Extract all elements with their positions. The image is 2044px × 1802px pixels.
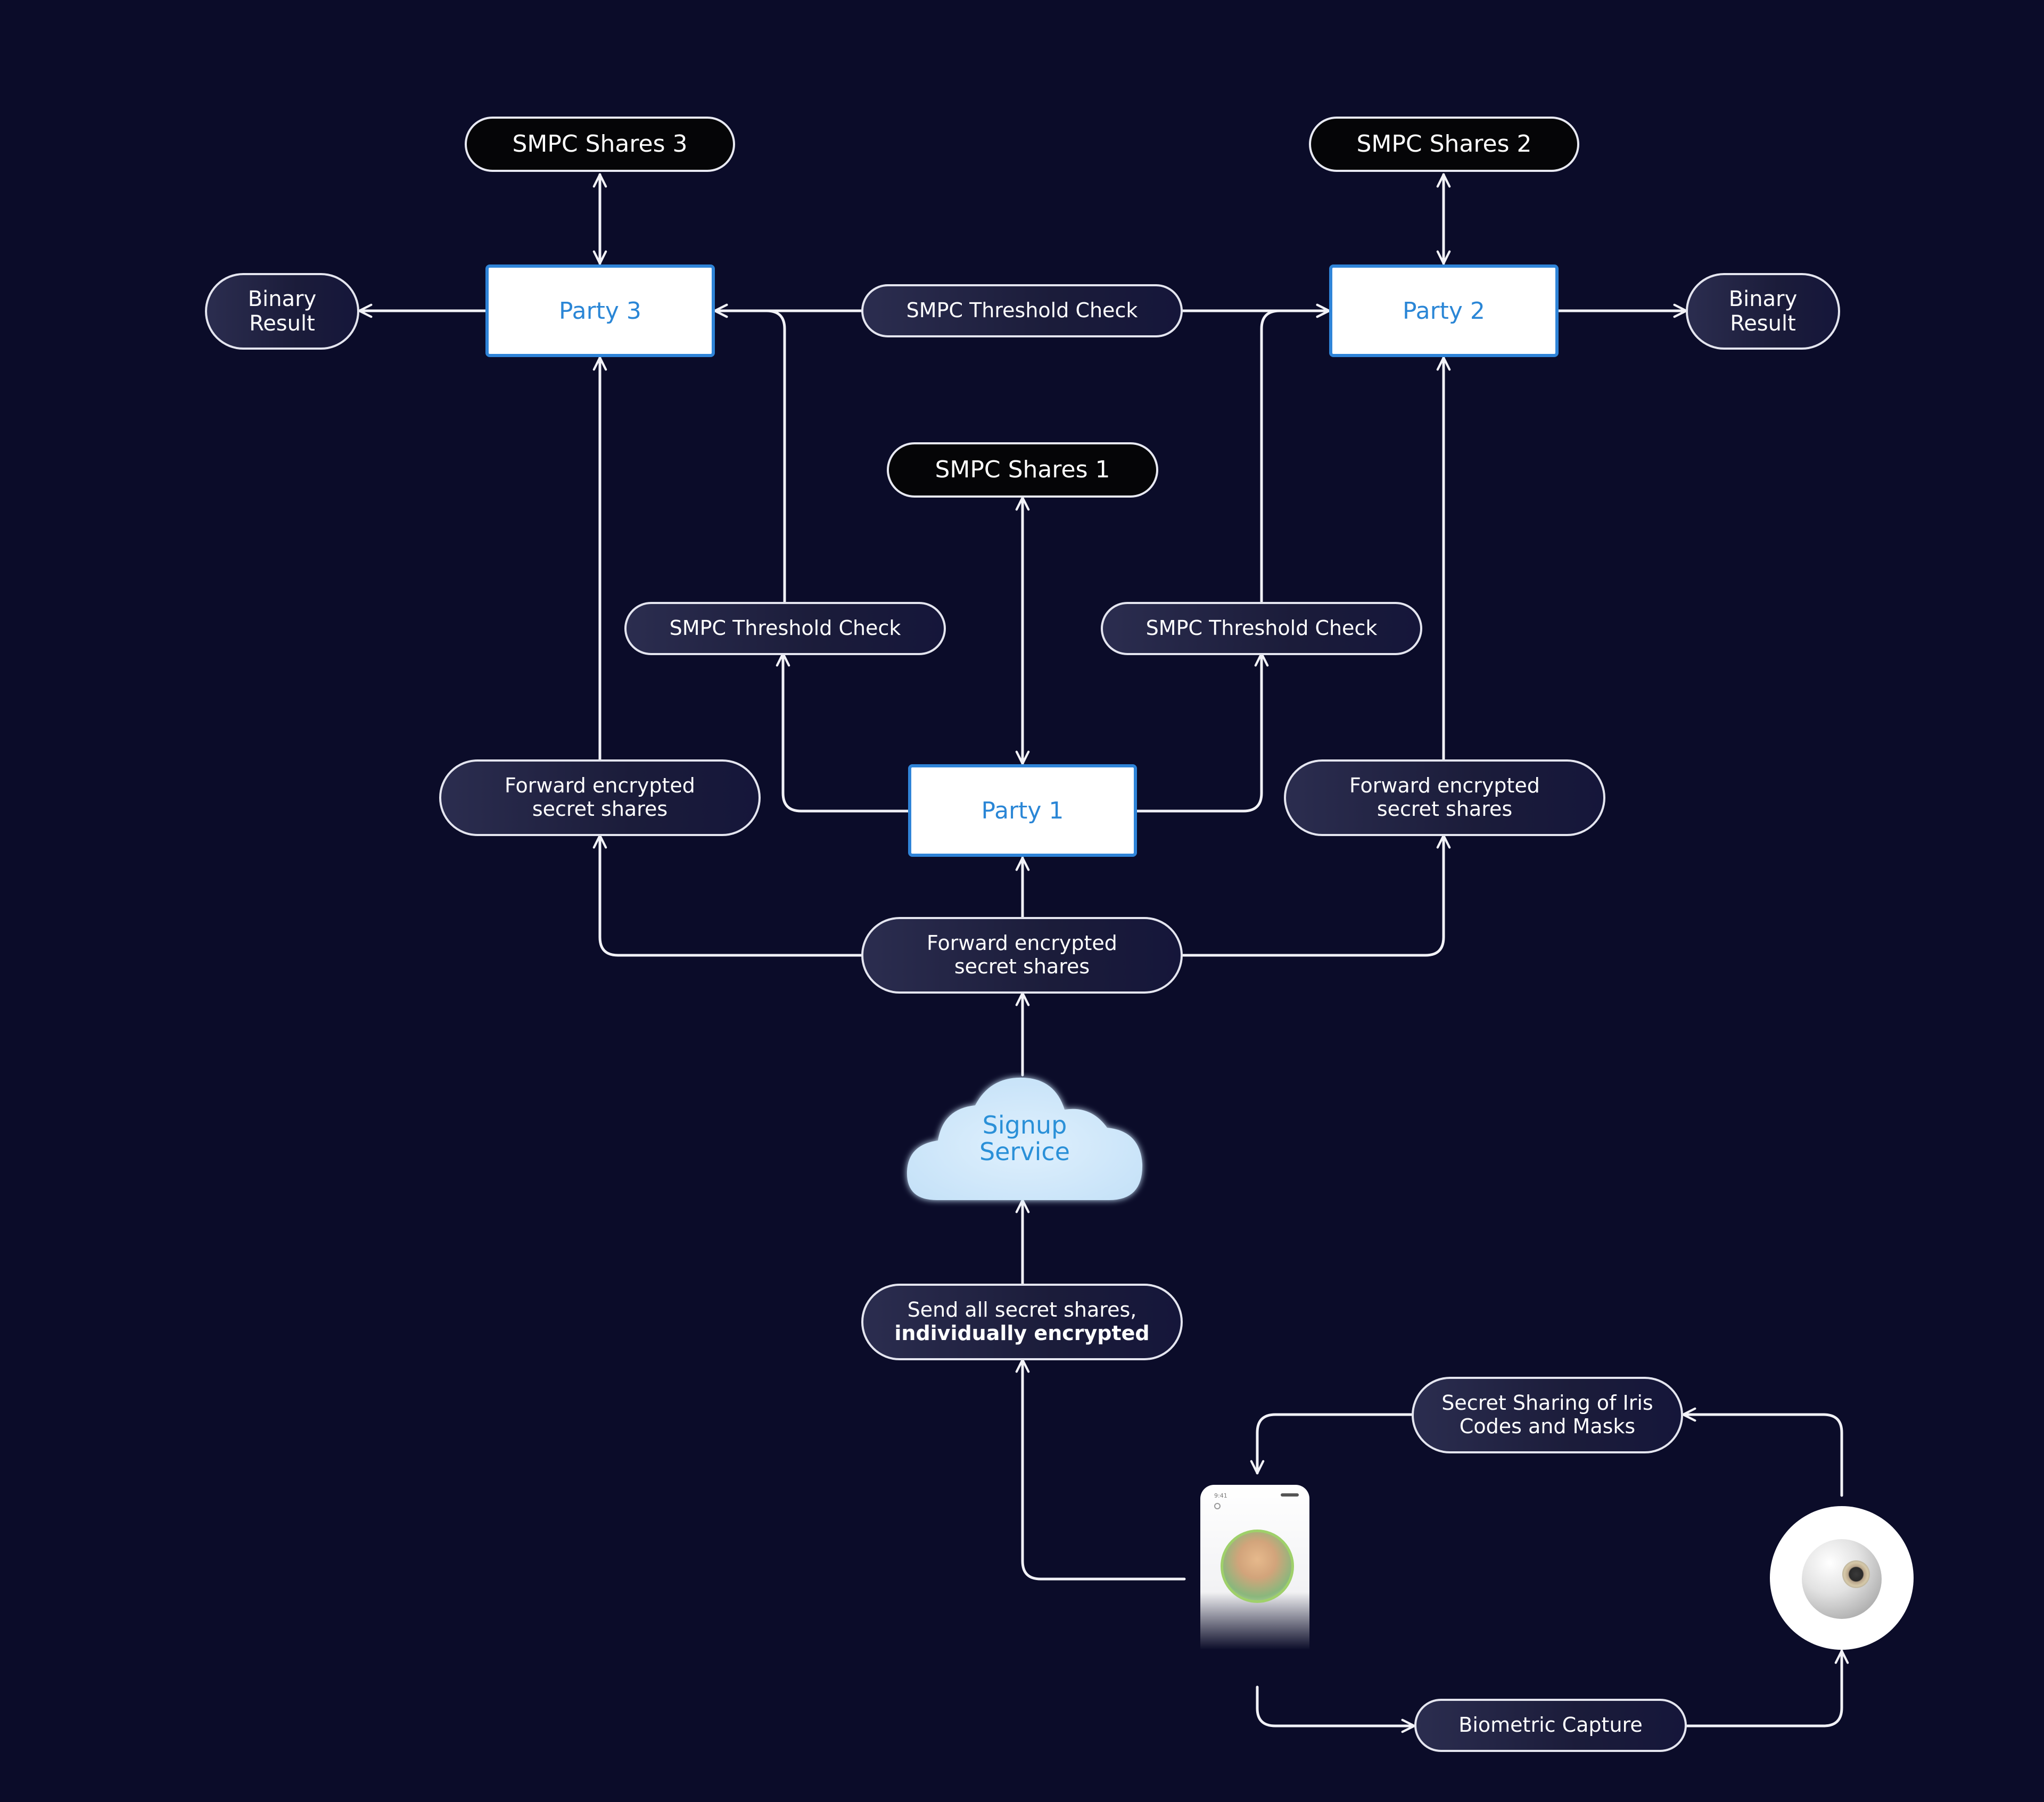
- phone-close-icon: [1214, 1503, 1221, 1509]
- edge-phone-biometric: [1256, 1685, 1416, 1733]
- phone-status-time: 9:41: [1214, 1492, 1227, 1499]
- binary-result-left-line2: Result: [249, 311, 315, 336]
- send-secret-shares: Send all secret shares, individually enc…: [861, 1284, 1183, 1360]
- orb-device-icon: [1770, 1506, 1914, 1650]
- edge-biometric-orb: [1685, 1649, 1849, 1727]
- forward-shares-left: Forward encrypted secret shares: [439, 759, 761, 836]
- send-line1: Send all secret shares,: [907, 1298, 1137, 1322]
- forward-left-line1: Forward encrypted: [505, 774, 695, 798]
- send-line2: individually encrypted: [894, 1321, 1150, 1345]
- secret-sharing-line2: Codes and Masks: [1459, 1415, 1636, 1438]
- threshold-check-right: SMPC Threshold Check: [1101, 602, 1422, 655]
- edge-rightcheck-p2: [1260, 303, 1331, 603]
- party-1-box: Party 1: [908, 764, 1137, 857]
- orb-sphere: [1802, 1539, 1882, 1619]
- forward-center-line2: secret shares: [954, 955, 1090, 978]
- smpc-shares-1: SMPC Shares 1: [887, 442, 1158, 498]
- forward-shares-right: Forward encrypted secret shares: [1284, 759, 1605, 836]
- biometric-capture: Biometric Capture: [1414, 1699, 1687, 1752]
- binary-result-right-line1: Binary: [1728, 287, 1798, 311]
- binary-result-left: Binary Result: [205, 273, 359, 350]
- party-3-box: Party 3: [485, 264, 715, 357]
- orb-lens-icon: [1842, 1560, 1870, 1588]
- forward-left-line2: secret shares: [532, 797, 668, 821]
- binary-result-right: Binary Result: [1686, 273, 1840, 350]
- edge-p1-leftcheck: [776, 652, 911, 813]
- binary-result-left-line1: Binary: [248, 287, 317, 311]
- signup-line1: Signup: [982, 1111, 1067, 1139]
- smartphone-icon: 9:41: [1200, 1485, 1309, 1650]
- edge-orb-secretsharing: [1682, 1407, 1843, 1497]
- signup-service-label: Signup Service: [900, 1112, 1150, 1165]
- edge-fwdcenter-right: [1180, 834, 1451, 957]
- forward-right-line2: secret shares: [1377, 797, 1513, 821]
- forward-center-line1: Forward encrypted: [927, 931, 1117, 955]
- threshold-check-top: SMPC Threshold Check: [861, 284, 1183, 337]
- party-2-box: Party 2: [1329, 264, 1559, 357]
- phone-status-bar: [1281, 1493, 1299, 1497]
- smpc-shares-3: SMPC Shares 3: [465, 117, 735, 172]
- threshold-check-left: SMPC Threshold Check: [624, 602, 946, 655]
- binary-result-right-line2: Result: [1730, 311, 1796, 336]
- edge-p1-rightcheck: [1134, 652, 1269, 813]
- forward-shares-center: Forward encrypted secret shares: [861, 917, 1183, 994]
- secret-sharing-iris: Secret Sharing of Iris Codes and Masks: [1412, 1377, 1683, 1453]
- edge-fwdcenter-left: [592, 834, 863, 957]
- edge-leftcheck-p3: [713, 303, 786, 603]
- edge-phone-send: [1015, 1358, 1186, 1581]
- secret-sharing-line1: Secret Sharing of Iris: [1441, 1391, 1653, 1415]
- forward-right-line1: Forward encrypted: [1349, 774, 1540, 798]
- cloud-icon: [906, 1077, 1143, 1200]
- signup-line2: Service: [979, 1137, 1070, 1166]
- user-avatar: [1221, 1530, 1294, 1603]
- smpc-shares-2: SMPC Shares 2: [1309, 117, 1579, 172]
- edge-secretsharing-phone: [1250, 1413, 1413, 1475]
